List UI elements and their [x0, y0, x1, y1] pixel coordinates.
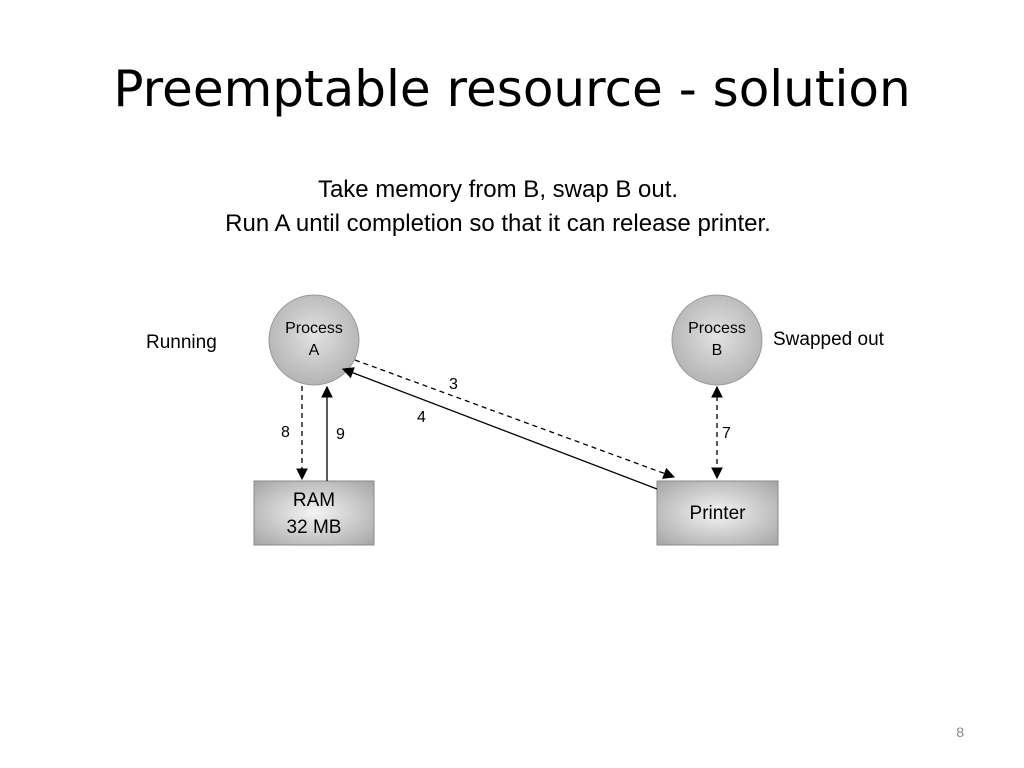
process-a-label: Process A: [269, 318, 359, 362]
edge-3-arrow: [354, 359, 676, 479]
process-b-line2: B: [711, 342, 723, 359]
process-a-node: [268, 294, 360, 386]
ram-line2: 32 MB: [286, 517, 342, 538]
edge-7-label: 7: [722, 425, 731, 442]
process-b-label: Process B: [672, 318, 762, 362]
edge-9-label: 9: [336, 426, 345, 443]
process-a-line2: A: [308, 342, 320, 359]
slide-title: Preemptable resource - solution: [113, 60, 911, 118]
printer-label: Printer: [689, 503, 746, 524]
subtitle-line-2: Run A until completion so that it can re…: [225, 210, 771, 237]
edge-3-label: 3: [449, 376, 458, 393]
process-b-state: Swapped out: [773, 329, 884, 350]
page-number: 8: [956, 724, 964, 740]
process-b-node: [671, 294, 763, 386]
printer-box: [656, 480, 779, 546]
edge-4-label: 4: [417, 409, 426, 426]
process-a-line1: Process: [285, 320, 343, 337]
process-b-line1: Process: [688, 320, 746, 337]
ram-line1: RAM: [292, 490, 336, 511]
subtitle-line-1: Take memory from B, swap B out.: [317, 176, 679, 203]
edge-4-arrow: [341, 367, 658, 490]
edge-8-label: 8: [281, 424, 290, 441]
ram-label: RAM 32 MB: [254, 487, 374, 541]
ram-box: [253, 480, 375, 546]
process-a-state: Running: [146, 332, 217, 353]
